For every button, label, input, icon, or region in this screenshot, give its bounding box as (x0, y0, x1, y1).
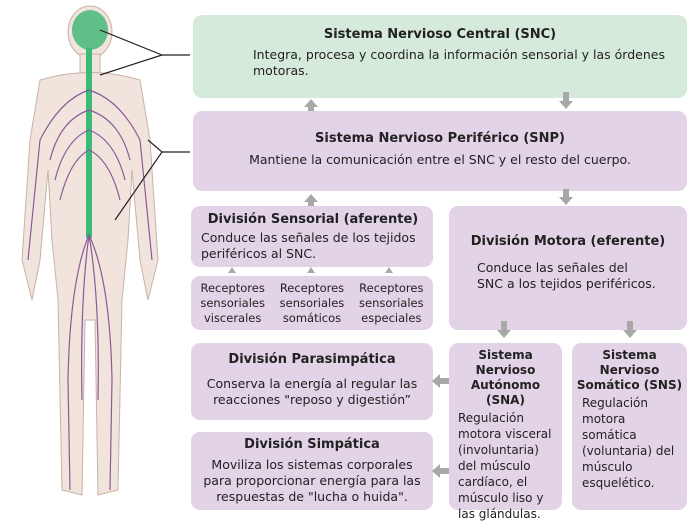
sns-title: Sistema Nervioso Somático (SNS) (576, 348, 683, 392)
motora-title: División Motora (eferente) (470, 234, 666, 249)
snp-box: Sistema Nervioso Periférico (SNP) Mantie… (193, 111, 687, 191)
snp-text: Mantiene la comunicación entre el SNC y … (249, 152, 631, 167)
snp-title: Sistema Nervioso Periférico (SNP) (315, 131, 565, 146)
sns-box: Sistema Nervioso Somático (SNS) Regulaci… (572, 343, 687, 510)
parasimpatica-title: División Parasimpática (228, 352, 396, 367)
arrow-down-icon (559, 197, 573, 205)
simpatica-text: Moviliza los sistemas corporales para pr… (203, 457, 421, 504)
sns-text: Regulación motora somática (voluntaria) … (582, 396, 675, 490)
sna-title: Sistema Nervioso Autónomo (SNA) (470, 348, 541, 407)
arrow-left-icon (432, 374, 440, 388)
sensorial-title: División Sensorial (aferente) (207, 212, 419, 227)
receptor-special: Receptores sensoriales especiales (359, 280, 424, 325)
arrow-down-icon (559, 101, 573, 109)
receptor-somatic: Receptores sensoriales somáticos (279, 280, 345, 325)
arrow-up-icon (304, 99, 318, 107)
sensorial-text: Conduce las señales de los tejidos perif… (201, 230, 416, 261)
human-body-figure (21, 5, 190, 496)
arrow-up-icon (307, 267, 315, 273)
arrow-down-icon (497, 330, 511, 338)
motora-text: Conduce las señales del SNC a los tejido… (477, 260, 656, 291)
arrow-left-icon (432, 464, 440, 478)
receptor-visceral: Receptores sensoriales viscerales (200, 280, 265, 325)
snc-box: Sistema Nervioso Central (SNC) Integra, … (193, 15, 687, 98)
arrow-up-icon (304, 194, 318, 202)
parasimpatica-text: Conserva la energía al regular las reacc… (206, 376, 418, 407)
arrow-up-icon (385, 267, 393, 273)
motora-box: División Motora (eferente) Conduce las s… (449, 206, 687, 330)
sna-text: Regulación motora visceral (involuntaria… (458, 411, 552, 521)
parasimpatica-box: División Parasimpática Conserva la energ… (191, 343, 433, 420)
sensorial-box: División Sensorial (aferente) Conduce la… (191, 206, 433, 267)
snc-title: Sistema Nervioso Central (SNC) (323, 27, 557, 42)
receptors-box: Receptores sensoriales viscerales Recept… (191, 276, 433, 330)
simpatica-title: División Simpática (244, 437, 380, 452)
arrow-down-icon (623, 330, 637, 338)
snc-text: Integra, procesa y coordina la informaci… (253, 47, 665, 78)
sna-box: Sistema Nervioso Autónomo (SNA) Regulaci… (449, 343, 562, 521)
arrow-up-icon (228, 267, 236, 273)
simpatica-box: División Simpática Moviliza los sistemas… (191, 432, 433, 510)
